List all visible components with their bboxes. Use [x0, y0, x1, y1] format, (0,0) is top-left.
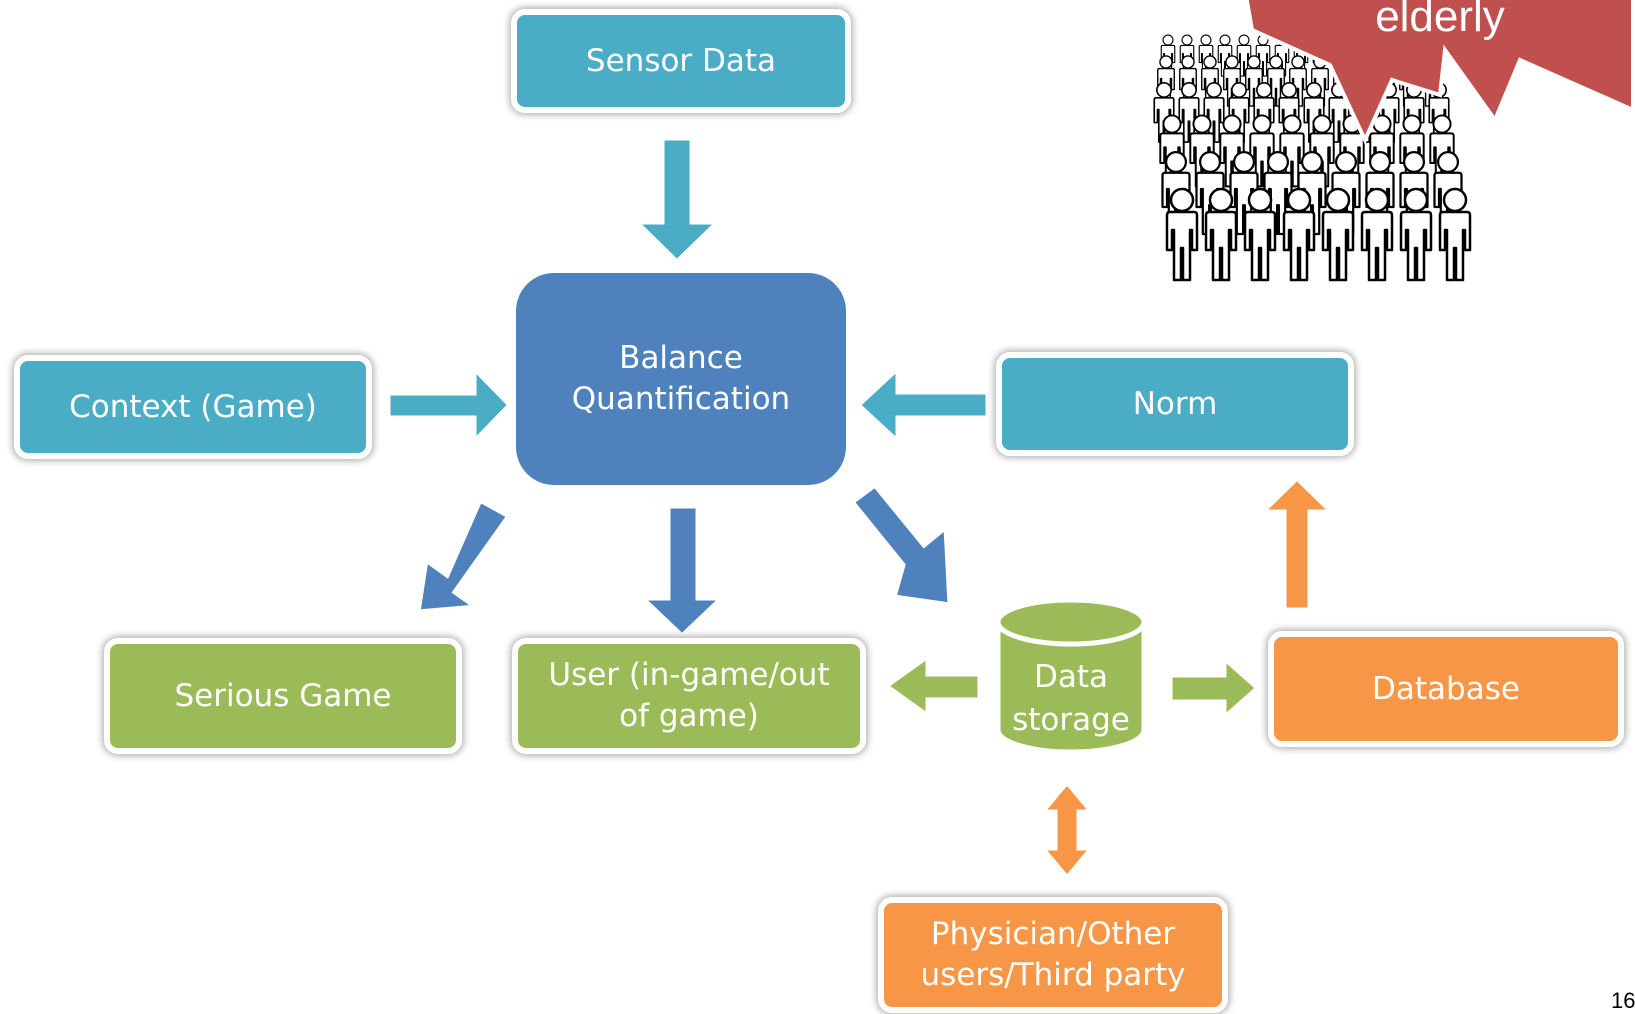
data-storage-label: Data storage: [1012, 659, 1130, 738]
database-node: Database: [1268, 631, 1624, 747]
arrow-database-to-norm: [1255, 474, 1339, 613]
arrow-norm-to-balance: [854, 362, 991, 448]
arrow-balance-to-user: [635, 503, 729, 640]
page-number: 16: [1611, 988, 1635, 1013]
user-node: User (in-game/out of game): [512, 638, 866, 754]
arrow-storage-to-user: [881, 651, 983, 721]
arrow-sensor-to-balance: [629, 135, 725, 266]
context-game-node: Context (Game): [14, 355, 372, 459]
data-storage-cylinder: [995, 597, 1147, 755]
arrow-balance-to-serious-game: [415, 496, 513, 615]
norm-node: Norm: [996, 352, 1354, 456]
sensor-data-node: Sensor Data: [511, 9, 851, 113]
balance-quantification-node: Balance Quantification: [516, 273, 846, 485]
elderly-callout-label: elderly: [1375, 0, 1505, 41]
arrow-storage-physician-bidirectional: [1036, 778, 1098, 882]
burst-shape: [1244, 0, 1635, 145]
serious-game-node: Serious Game: [104, 638, 462, 754]
arrow-balance-to-storage: [848, 481, 953, 608]
physician-node: Physician/Other users/Third party: [878, 897, 1228, 1013]
arrow-context-to-balance: [385, 361, 514, 449]
arrow-storage-to-database: [1167, 652, 1262, 724]
